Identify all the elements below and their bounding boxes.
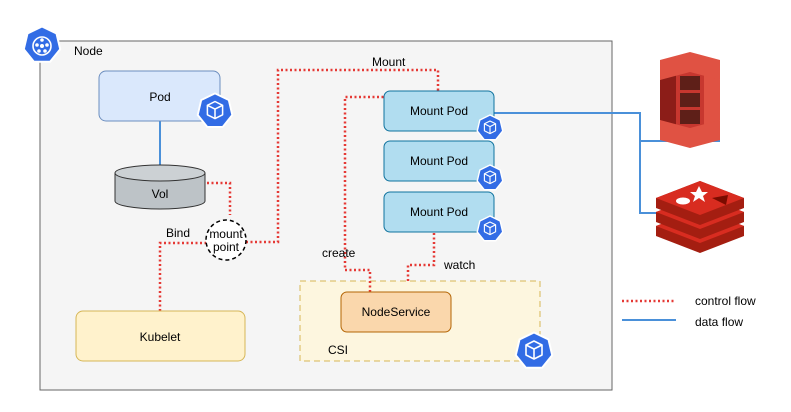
pod-label: Pod [149, 90, 170, 104]
bind-edge [158, 241, 206, 311]
kubernetes-pod-icon [476, 215, 504, 242]
kubelet-label: Kubelet [140, 330, 181, 344]
mount-pod-3-label: Mount Pod [410, 205, 468, 219]
kubernetes-pod-icon [196, 92, 234, 128]
bind-edge-label: Bind [166, 226, 190, 240]
node-service-box [340, 291, 452, 333]
pod-vol-bind-edge [207, 181, 232, 215]
mount-edge-label: Mount [372, 55, 406, 69]
vol-label: Vol [152, 187, 169, 201]
kubernetes-pod-icon [476, 164, 504, 191]
mount-point-line1: mount [209, 227, 243, 241]
mount-pod-3 [383, 191, 495, 233]
mount-pod-2-label: Mount Pod [410, 154, 468, 168]
csi-label: CSI [328, 343, 348, 357]
mount-edge [246, 68, 440, 244]
kubernetes-node-icon [22, 25, 62, 63]
mount-pod-1 [383, 90, 495, 132]
create-edge [343, 95, 384, 292]
create-edge-label: create [322, 246, 356, 260]
watch-edge-label: watch [443, 258, 475, 272]
watch-edge [406, 233, 436, 281]
mount-point-line2: point [213, 240, 240, 254]
node-service-label: NodeService [362, 305, 431, 319]
node-label: Node [74, 44, 103, 58]
legend-data-flow-label: data flow [695, 315, 743, 329]
data-flow-edge-redis [494, 112, 656, 214]
amazon-s3-icon [660, 52, 720, 148]
vol-cylinder [114, 164, 206, 210]
kubelet-box [75, 310, 246, 362]
mount-pod-1-label: Mount Pod [410, 104, 468, 118]
mount-point-circle [205, 219, 247, 261]
kubernetes-pod-icon [514, 331, 554, 369]
redis-icon [656, 181, 744, 253]
legend-control-flow-label: control flow [695, 294, 756, 308]
kubernetes-pod-icon [476, 114, 504, 141]
mount-pod-2 [383, 140, 495, 182]
